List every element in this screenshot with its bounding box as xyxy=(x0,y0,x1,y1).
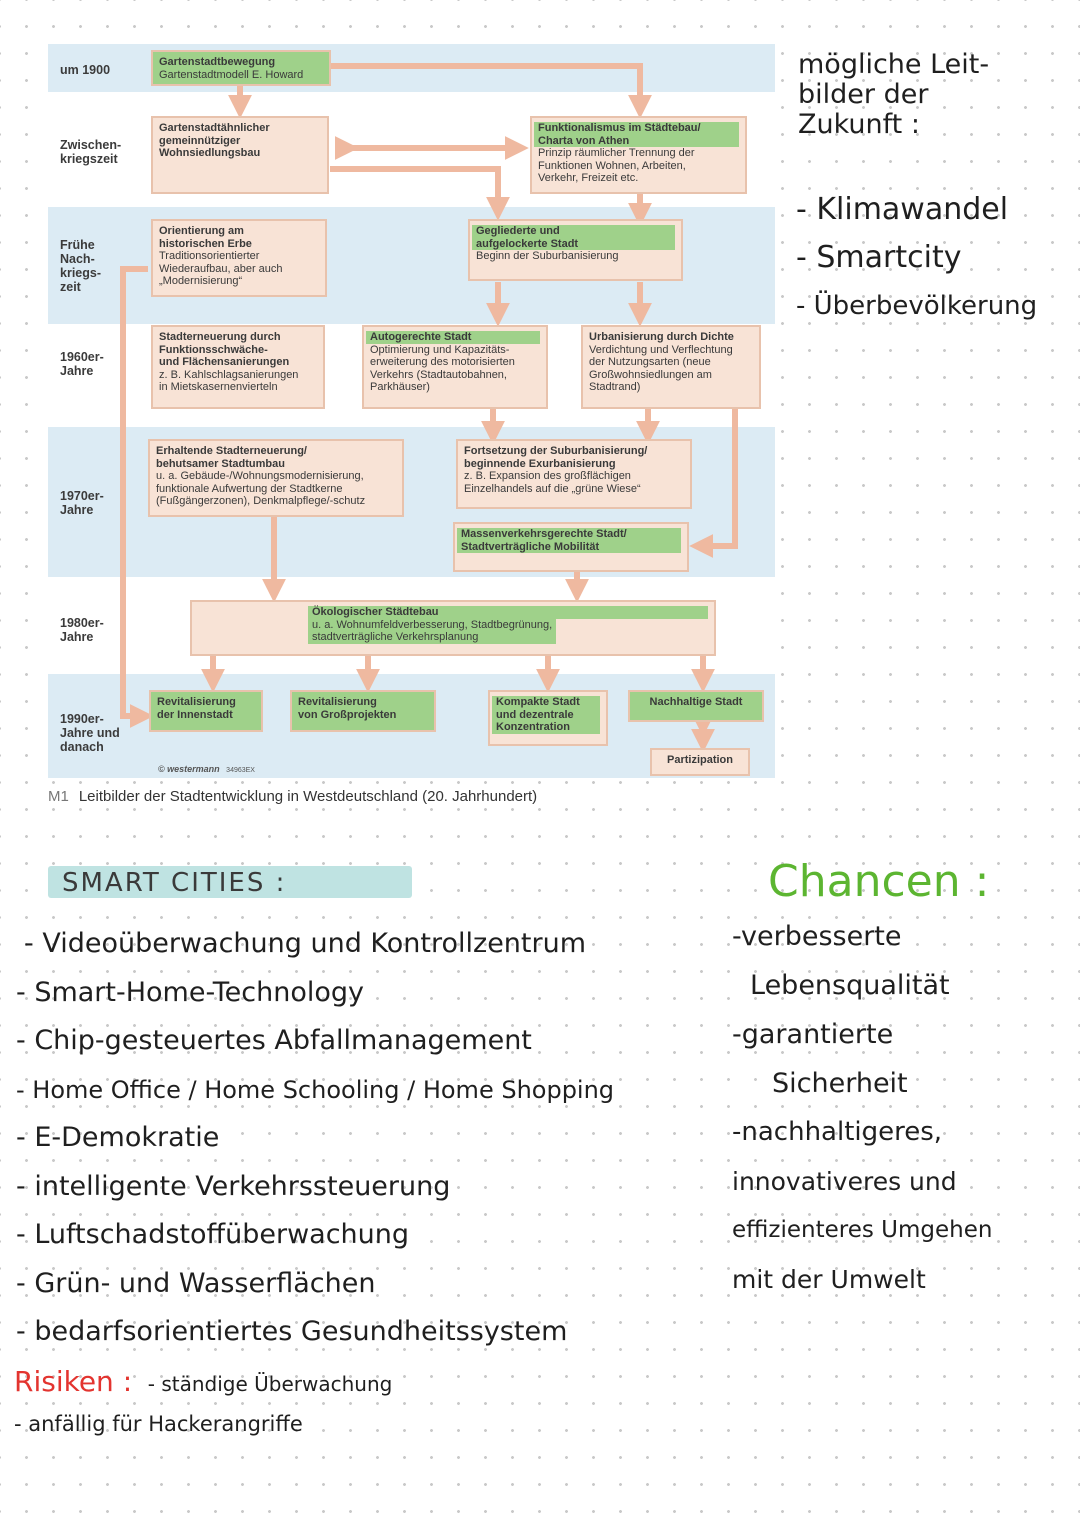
box-gartenstadtbewegung: Gartenstadtbewegung Gartenstadtmodell E.… xyxy=(151,50,331,86)
box-massenverkehrsgerechte-stadt: Massenverkehrsgerechte Stadt/ Stadtvertr… xyxy=(453,522,689,572)
era-label: 1960er- Jahre xyxy=(60,350,104,378)
leitbilder-list: - Klimawandel - Smartcity - Überbevölker… xyxy=(796,192,1038,321)
era-label: 1980er- Jahre xyxy=(60,616,104,644)
box-gartenstadtaehnlich: Gartenstadtähnlicher gemeinnütziger Wohn… xyxy=(151,116,329,194)
box-kompakte-stadt: Kompakte Stadt und dezentrale Konzentrat… xyxy=(488,690,608,746)
box-nachhaltige-stadt: Nachhaltige Stadt xyxy=(628,690,764,722)
era-label: Frühe Nach- kriegs- zeit xyxy=(60,238,101,294)
smart-cities-title: SMART CITIES : xyxy=(48,866,412,898)
box-autogerechte-stadt: Autogerechte Stadt Optimierung und Kapaz… xyxy=(362,325,548,409)
risiken-title: Risiken : xyxy=(14,1365,133,1398)
box-urbanisierung: Urbanisierung durch Dichte Verdichtung u… xyxy=(581,325,761,409)
leitbilder-diagram: um 1900 Zwischen- kriegszeit Frühe Nach-… xyxy=(48,44,775,778)
risiken-item: - ständige Überwachung xyxy=(147,1372,393,1396)
chancen-title: Chancen : xyxy=(768,856,990,907)
box-funktionalismus: Funktionalismus im Städtebau/ Charta von… xyxy=(530,116,747,194)
box-oekologischer-staedtebau: Ökologischer Städtebau u. a. Wohnumfeldv… xyxy=(190,600,716,656)
era-label: um 1900 xyxy=(60,63,111,77)
box-fortsetzung-suburbanisierung: Fortsetzung der Suburbanisierung/ beginn… xyxy=(456,439,692,509)
copyright: © westermann 34963EX xyxy=(158,764,255,774)
box-erhaltende-stadterneuerung: Erhaltende Stadterneuerung/ behutsamer S… xyxy=(148,439,404,517)
chancen-list: -verbesserte Lebensqualität -garantierte… xyxy=(732,921,993,1294)
risiken: Risiken : - ständige Überwachung - anfäl… xyxy=(14,1362,392,1444)
leitbilder-title: mögliche Leit- bilder der Zukunft : xyxy=(798,49,990,140)
box-revitalisierung-innenstadt: Revitalisierung der Innenstadt xyxy=(149,690,263,732)
risiken-item: - anfällig für Hackerangriffe xyxy=(14,1412,303,1436)
box-historisches-erbe: Orientierung am historischen Erbe Tradit… xyxy=(151,219,327,297)
era-label: Zwischen- kriegszeit xyxy=(60,138,122,166)
box-revitalisierung-grossprojekte: Revitalisierung von Großprojekten xyxy=(290,690,436,732)
box-gegliederte-stadt: Gegliederte und aufgelockerte Stadt Begi… xyxy=(468,219,683,281)
flow-arrows xyxy=(120,63,738,753)
smart-cities-list: - Videoüberwachung und Kontrollzentrum -… xyxy=(16,928,615,1347)
box-stadterneuerung: Stadterneuerung durch Funktionsschwäche-… xyxy=(151,325,325,409)
era-label: 1990er- Jahre und danach xyxy=(60,712,120,754)
era-label: 1970er- Jahre xyxy=(60,489,104,517)
box-partizipation: Partizipation xyxy=(650,748,750,776)
